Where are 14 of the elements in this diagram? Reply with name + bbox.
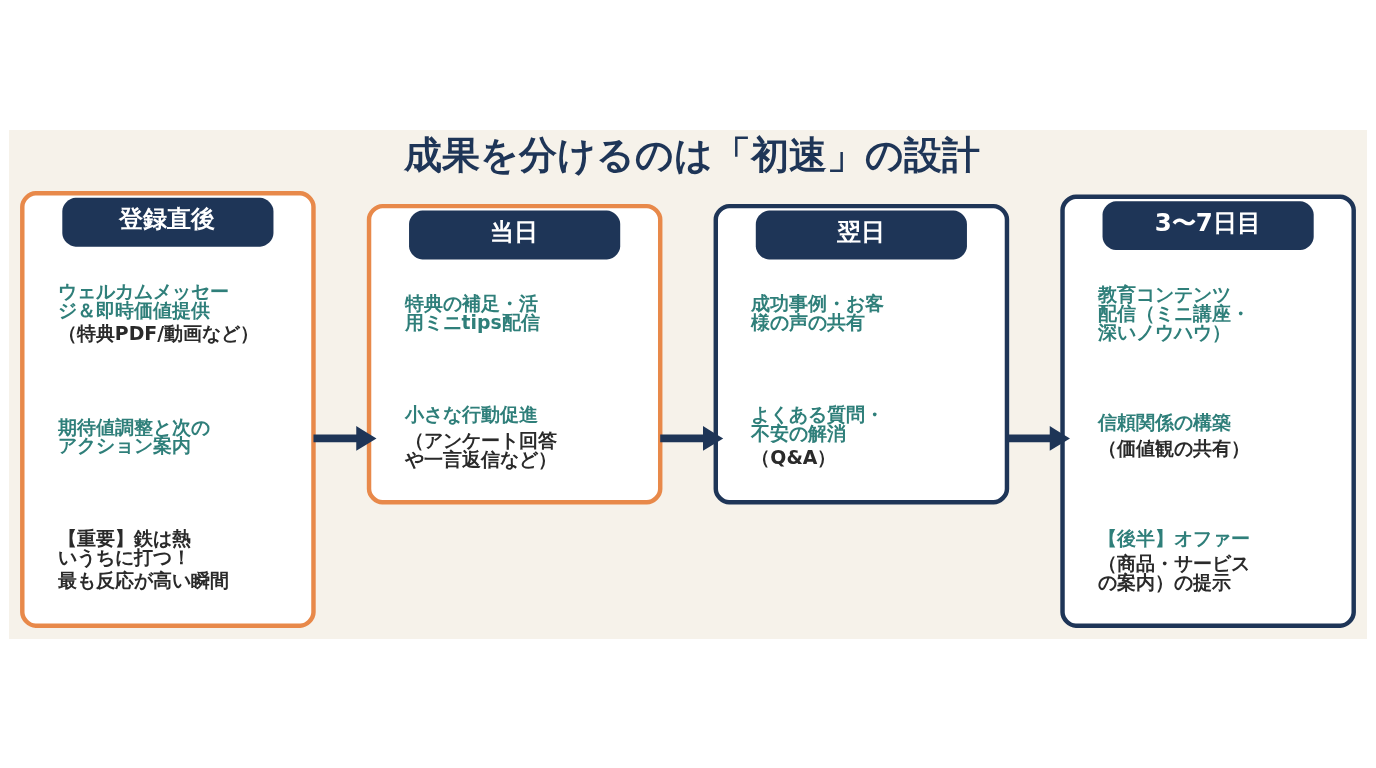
node-text: 成功事例・お客様の声の共有: [751, 291, 885, 333]
node-text: 【重要】鉄は熱いうちに打つ！ 最も反応が高い瞬間: [57, 526, 229, 591]
node-text: 信頼関係の構築 （価値観の共有）: [1098, 410, 1251, 459]
node-text: よくある質問・不安の解消 （Q&A）: [751, 402, 885, 468]
arrow: [313, 425, 377, 451]
arrow: [660, 425, 724, 451]
node-text: 教育コンテンツ配信（ミニ講座・深いノウハウ）: [1098, 282, 1251, 343]
node-text: 期待値調整と次のアクション案内: [57, 415, 210, 456]
node-text: 小さな行動促進 （アンケート回答や一言返信など）: [404, 402, 557, 470]
node-text: ウェルカムメッセージ＆即時価値提供 （特典PDF/動画など）: [57, 279, 260, 344]
diagram-title: 成果を分けるのは「初速」の設計: [404, 132, 981, 177]
arrow: [1006, 425, 1070, 451]
node-text: 【後半】オファー （商品・サービスの案内）の提示: [1098, 526, 1251, 593]
node-text: 特典の補足・活用ミニtips配信: [404, 291, 540, 333]
